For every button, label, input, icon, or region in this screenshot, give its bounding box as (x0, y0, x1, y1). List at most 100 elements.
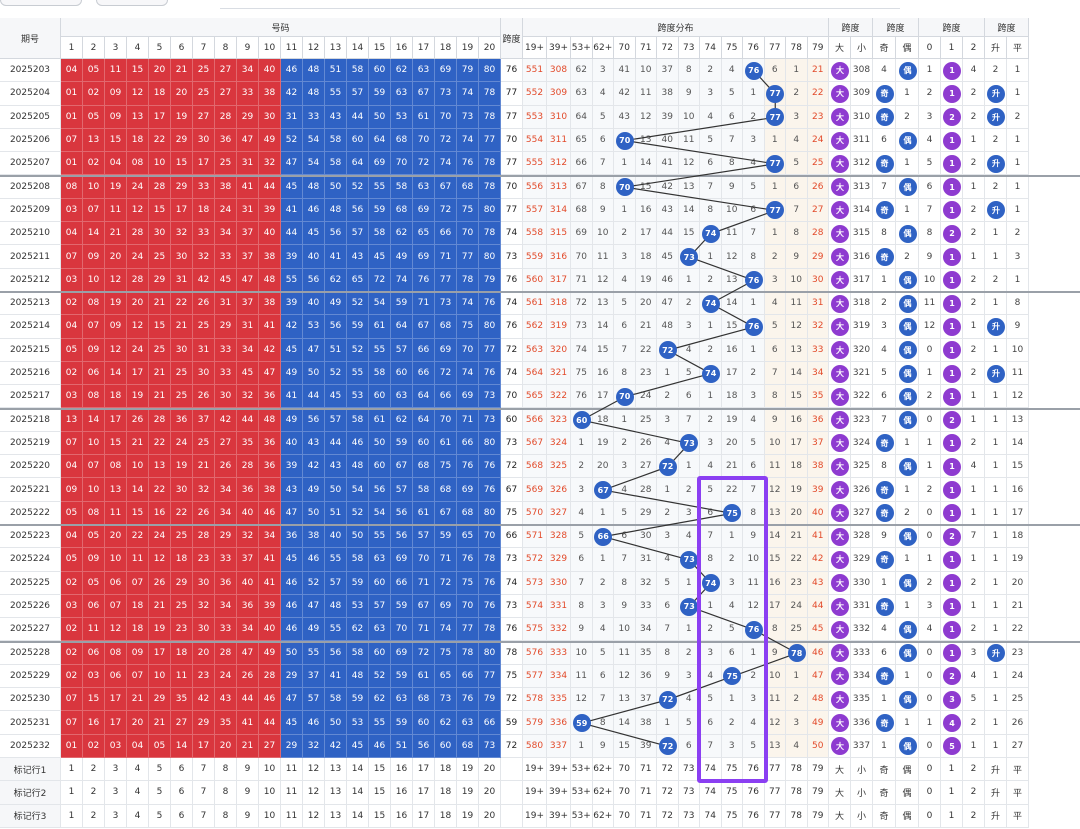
footer-number[interactable]: 16 (391, 804, 413, 828)
footer-oe[interactable]: 奇 (873, 781, 896, 805)
footer-number[interactable]: 13 (325, 758, 347, 782)
footer-dist[interactable]: 72 (657, 758, 679, 782)
footer-number[interactable]: 5 (149, 758, 171, 782)
footer-dist[interactable]: 76 (743, 804, 765, 828)
footer-number[interactable]: 13 (325, 781, 347, 805)
footer-dist[interactable]: 72 (657, 804, 679, 828)
footer-dist[interactable]: 73 (678, 781, 700, 805)
footer-bs[interactable]: 小 (851, 781, 873, 805)
footer-number[interactable]: 11 (281, 804, 303, 828)
footer-number[interactable]: 10 (259, 781, 281, 805)
footer-dist[interactable]: 62+ (592, 758, 614, 782)
footer-number[interactable]: 17 (413, 758, 435, 782)
footer-number[interactable]: 20 (479, 804, 501, 828)
footer-dist[interactable]: 74 (700, 804, 722, 828)
footer-dist[interactable]: 70 (614, 758, 636, 782)
footer-mod[interactable]: 1 (941, 758, 963, 782)
footer-number[interactable]: 14 (347, 804, 369, 828)
footer-number[interactable]: 9 (237, 781, 259, 805)
footer-number[interactable]: 8 (215, 804, 237, 828)
footer-number[interactable]: 15 (369, 781, 391, 805)
footer-number[interactable]: 19 (457, 758, 479, 782)
footer-number[interactable]: 12 (303, 781, 325, 805)
footer-number[interactable]: 1 (61, 781, 83, 805)
footer-number[interactable]: 16 (391, 781, 413, 805)
footer-dist[interactable]: 78 (786, 781, 808, 805)
footer-bs[interactable]: 大 (829, 758, 851, 782)
footer-bs[interactable]: 大 (829, 804, 851, 828)
footer-number[interactable]: 19 (457, 781, 479, 805)
footer-number[interactable]: 11 (281, 781, 303, 805)
footer-oe[interactable]: 奇 (873, 758, 896, 782)
footer-oe[interactable]: 偶 (896, 804, 919, 828)
footer-number[interactable]: 2 (83, 758, 105, 782)
footer-oe[interactable]: 偶 (896, 758, 919, 782)
footer-tr[interactable]: 平 (1007, 758, 1029, 782)
footer-dist[interactable]: 71 (635, 758, 657, 782)
footer-oe[interactable]: 奇 (873, 804, 896, 828)
footer-dist[interactable]: 75 (721, 781, 743, 805)
footer-tr[interactable]: 平 (1007, 804, 1029, 828)
footer-oe[interactable]: 偶 (896, 781, 919, 805)
footer-number[interactable]: 16 (391, 758, 413, 782)
footer-dist[interactable]: 79 (807, 804, 829, 828)
footer-dist[interactable]: 62+ (592, 804, 614, 828)
footer-dist[interactable]: 53+ (571, 758, 593, 782)
footer-number[interactable]: 18 (435, 758, 457, 782)
footer-dist[interactable]: 74 (700, 781, 722, 805)
footer-number[interactable]: 3 (105, 781, 127, 805)
footer-number[interactable]: 6 (171, 781, 193, 805)
footer-dist[interactable]: 39+ (547, 804, 571, 828)
footer-number[interactable]: 9 (237, 758, 259, 782)
footer-number[interactable]: 12 (303, 758, 325, 782)
footer-mod[interactable]: 2 (963, 804, 985, 828)
footer-number[interactable]: 2 (83, 781, 105, 805)
footer-dist[interactable]: 62+ (592, 781, 614, 805)
footer-number[interactable]: 6 (171, 804, 193, 828)
footer-dist[interactable]: 77 (764, 758, 786, 782)
footer-dist[interactable]: 39+ (547, 758, 571, 782)
footer-number[interactable]: 13 (325, 804, 347, 828)
toolbar-tab[interactable] (96, 0, 168, 6)
footer-dist[interactable]: 71 (635, 804, 657, 828)
footer-bs[interactable]: 小 (851, 804, 873, 828)
footer-number[interactable]: 8 (215, 758, 237, 782)
footer-number[interactable]: 12 (303, 804, 325, 828)
footer-number[interactable]: 11 (281, 758, 303, 782)
footer-mod[interactable]: 0 (919, 804, 941, 828)
footer-number[interactable]: 15 (369, 758, 391, 782)
footer-mod[interactable]: 1 (941, 804, 963, 828)
footer-number[interactable]: 8 (215, 781, 237, 805)
footer-number[interactable]: 1 (61, 758, 83, 782)
footer-number[interactable]: 20 (479, 781, 501, 805)
footer-tr[interactable]: 升 (985, 758, 1007, 782)
footer-mod[interactable]: 2 (963, 758, 985, 782)
footer-number[interactable]: 20 (479, 758, 501, 782)
footer-number[interactable]: 6 (171, 758, 193, 782)
footer-number[interactable]: 4 (127, 781, 149, 805)
footer-number[interactable]: 9 (237, 804, 259, 828)
footer-dist[interactable]: 76 (743, 781, 765, 805)
footer-dist[interactable]: 53+ (571, 781, 593, 805)
footer-number[interactable]: 4 (127, 804, 149, 828)
footer-bs[interactable]: 大 (829, 781, 851, 805)
footer-dist[interactable]: 19+ (523, 804, 547, 828)
footer-dist[interactable]: 78 (786, 804, 808, 828)
footer-number[interactable]: 7 (193, 758, 215, 782)
footer-number[interactable]: 3 (105, 804, 127, 828)
footer-number[interactable]: 3 (105, 758, 127, 782)
footer-number[interactable]: 7 (193, 804, 215, 828)
footer-dist[interactable]: 19+ (523, 781, 547, 805)
footer-dist[interactable]: 73 (678, 804, 700, 828)
footer-number[interactable]: 5 (149, 781, 171, 805)
footer-number[interactable]: 2 (83, 804, 105, 828)
footer-dist[interactable]: 53+ (571, 804, 593, 828)
footer-number[interactable]: 10 (259, 804, 281, 828)
footer-number[interactable]: 18 (435, 781, 457, 805)
footer-dist[interactable]: 75 (721, 804, 743, 828)
footer-number[interactable]: 15 (369, 804, 391, 828)
footer-tr[interactable]: 平 (1007, 781, 1029, 805)
footer-number[interactable]: 14 (347, 758, 369, 782)
footer-dist[interactable]: 77 (764, 804, 786, 828)
footer-number[interactable]: 7 (193, 781, 215, 805)
